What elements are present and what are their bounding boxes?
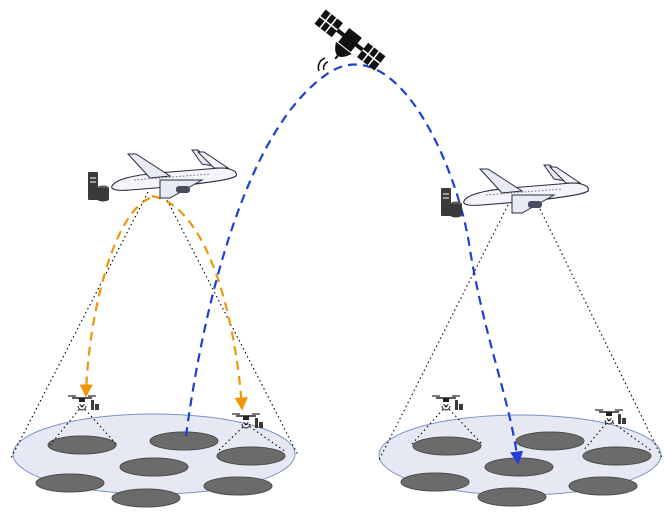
ground-area-left (12, 413, 296, 508)
user-cluster (35, 473, 105, 493)
user-cluster (400, 472, 470, 492)
user-cluster (149, 431, 219, 451)
user-cluster (119, 457, 189, 477)
user-cluster (477, 487, 547, 507)
server-database-icon (441, 188, 462, 218)
user-cluster (412, 436, 482, 456)
satellite-icon (314, 9, 386, 71)
user-cluster (568, 476, 638, 496)
drone-icon (595, 409, 626, 425)
user-cluster (47, 435, 117, 455)
ground-area-right (378, 414, 662, 507)
user-cluster (484, 457, 554, 477)
aircraft-link-downlink-left (79, 196, 151, 398)
coverage-lines (9, 191, 663, 463)
satellite-link (184, 63, 524, 465)
aircraft-links (79, 194, 248, 411)
coverage-line-right-outer (537, 204, 663, 459)
user-cluster (203, 476, 273, 496)
coverage-line-right-outer (377, 204, 509, 463)
drone-cone-line (245, 423, 287, 453)
airplane-icon (111, 149, 237, 199)
airplane-icon (463, 164, 589, 214)
user-cluster (111, 488, 181, 508)
user-cluster (582, 446, 652, 466)
drone-icon (68, 395, 99, 411)
signal-waves-icon (317, 57, 329, 72)
user-cluster (216, 446, 286, 466)
aircraft-link-downlink-right (151, 194, 248, 411)
coverage-line-left-outer (9, 191, 149, 461)
drone-icon (432, 395, 463, 411)
server-database-icon (88, 172, 109, 202)
drone-icon (232, 413, 263, 429)
user-cluster (515, 431, 585, 451)
